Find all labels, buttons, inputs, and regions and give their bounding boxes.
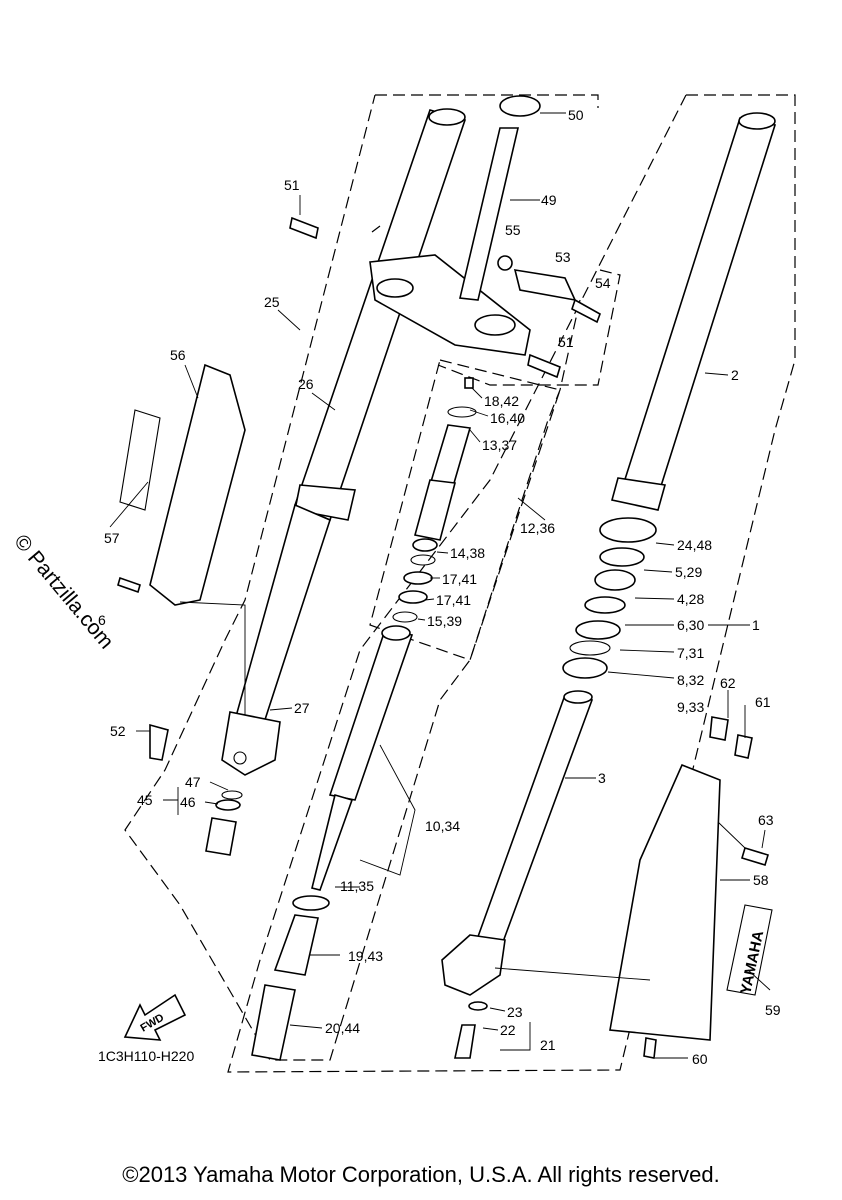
bolt-60 [643, 1037, 657, 1059]
callout: 3 [598, 770, 606, 786]
bracket-62 [709, 716, 729, 741]
washer-46 [215, 799, 241, 811]
callout: 58 [753, 872, 769, 888]
callout: 59 [765, 1002, 781, 1018]
callout: 13,37 [482, 437, 517, 453]
callout: 17,41 [442, 571, 477, 587]
cartridge-assembly-boundary [369, 359, 561, 661]
callout: 23 [507, 1004, 523, 1020]
callout: 5,29 [675, 564, 702, 580]
bolt-63 [741, 847, 769, 866]
callout: 47 [185, 774, 201, 790]
callout: 17,41 [436, 592, 471, 608]
callout: 16,40 [490, 410, 525, 426]
left-fork-assembly-boundary [124, 94, 599, 1061]
callout: 9,33 [677, 699, 704, 715]
copyright-notice: ©2013 Yamaha Motor Corporation, U.S.A. A… [122, 1162, 720, 1187]
bushing-5 [599, 547, 645, 567]
callout: 19,43 [348, 948, 383, 964]
bolt-52 [149, 723, 169, 761]
callout: 52 [110, 723, 126, 739]
bracket-bolt-55 [497, 255, 513, 271]
left-fork-guard [149, 363, 246, 606]
right-fork-assembly-boundary [227, 94, 796, 1073]
callout: 55 [505, 222, 521, 238]
right-outer-tube [611, 112, 777, 511]
callout: 22 [500, 1022, 516, 1038]
callout: 21 [540, 1037, 556, 1053]
callout: 11,35 [340, 878, 374, 894]
diagram-code: 1C3H110-H220 [98, 1048, 195, 1064]
callout: 14,38 [450, 545, 485, 561]
callout: 51 [558, 334, 574, 350]
washer-23 [468, 1001, 488, 1011]
seal-7 [575, 620, 621, 640]
steering-stem-clamp [369, 95, 541, 356]
callout: 27 [294, 700, 310, 716]
callout: 6,30 [677, 617, 704, 633]
callout: 18,42 [484, 393, 519, 409]
damper-cartridge [392, 377, 477, 623]
callout: 62 [720, 675, 736, 691]
callout: 7,31 [677, 645, 704, 661]
fork-exploded-diagram: YAMAHA FWD [98, 94, 796, 1073]
callout: 20,44 [325, 1020, 360, 1036]
inner-tube [441, 690, 594, 996]
callout: 46 [180, 794, 196, 810]
bracket-bolt-54 [571, 298, 601, 324]
guard-label-57 [119, 409, 161, 511]
callout: 49 [541, 192, 557, 208]
callout: 24,48 [677, 537, 712, 553]
callout: 56 [170, 347, 186, 363]
cable-guide-bracket [513, 269, 577, 302]
brand-label: YAMAHA [737, 929, 767, 996]
bracket-61 [734, 734, 753, 759]
guard-bolt-6 [117, 576, 141, 594]
dust-seal-9 [562, 657, 608, 679]
callout: 53 [555, 249, 571, 265]
callout: 60 [692, 1051, 708, 1067]
callout: 51 [284, 177, 300, 193]
oil-seal-24 [599, 517, 657, 543]
callout: 10,34 [425, 818, 460, 834]
callout: 63 [758, 812, 774, 828]
callout: 6 [98, 612, 106, 628]
fork-spring-20 [251, 984, 296, 1061]
axle-holder-45 [205, 817, 237, 856]
callout: 8,32 [677, 672, 704, 688]
callout: 57 [104, 530, 120, 546]
clip-8 [569, 640, 611, 656]
callout: 26 [298, 376, 314, 392]
clamp-bolt-lower [527, 353, 561, 379]
washer-47 [221, 790, 243, 800]
yamaha-decal [726, 904, 773, 996]
callout: 50 [568, 107, 584, 123]
spring-seat-19 [273, 914, 319, 976]
callout: 54 [595, 275, 611, 291]
damper-rod-assembly [311, 625, 414, 891]
clamp-bolt-upper [289, 216, 319, 240]
callout: 61 [755, 694, 771, 710]
callout: 2 [731, 367, 739, 383]
callout: 15,39 [427, 613, 462, 629]
o-ring-11 [292, 895, 330, 911]
callout-leaders [109, 112, 771, 1059]
right-fork-guard [609, 763, 721, 1041]
bushing-4 [594, 569, 636, 591]
callout: 25 [264, 294, 280, 310]
fwd-arrow [123, 993, 187, 1041]
callout: 12,36 [520, 520, 555, 536]
callout: 1 [752, 617, 760, 633]
callout: 45 [137, 792, 153, 808]
left-outer-tube [221, 108, 467, 776]
callout-labels: 50 51 49 55 53 54 51 25 56 26 2 18,42 16… [98, 107, 781, 1067]
bolt-22 [454, 1024, 476, 1059]
callout: 4,28 [677, 591, 704, 607]
washer-6 [584, 596, 626, 614]
